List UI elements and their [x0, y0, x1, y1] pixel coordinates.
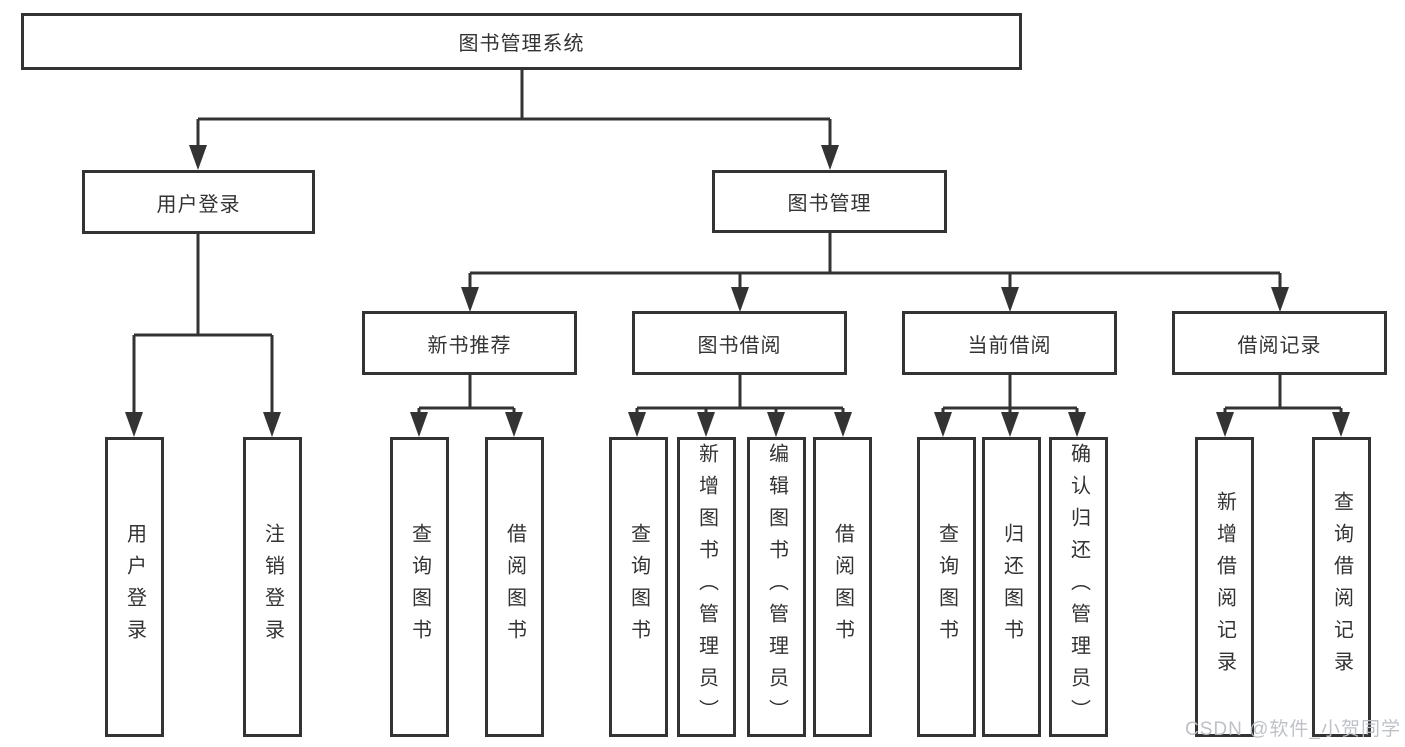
csdn-watermark: CSDN @软件_小贺同学 [1185, 719, 1401, 740]
box-book-management: 图书管理 [712, 170, 947, 233]
leaf-confirm-return-admin: 确认归还（管理员） [1049, 437, 1108, 737]
leaf-label: 归还图书 [1000, 523, 1023, 651]
leaf-query-books-recommend: 查询图书 [390, 437, 449, 737]
leaf-label: 新增借阅记录 [1213, 491, 1236, 683]
leaf-label: 借阅图书 [831, 523, 854, 651]
box-new-book-recommend: 新书推荐 [362, 311, 577, 375]
box-label: 新书推荐 [427, 334, 512, 357]
box-label: 当前借阅 [967, 334, 1052, 357]
leaf-label: 用户登录 [123, 523, 146, 651]
leaf-query-books-borrowing: 查询图书 [609, 437, 668, 737]
leaf-label: 查询图书 [627, 523, 650, 651]
box-label: 图书管理 [787, 193, 872, 215]
leaf-query-books-current: 查询图书 [917, 437, 976, 737]
leaf-add-borrow-record: 新增借阅记录 [1195, 437, 1254, 737]
box-borrowing-records: 借阅记录 [1172, 311, 1387, 375]
box-current-borrowing: 当前借阅 [902, 311, 1117, 375]
leaf-query-borrow-record: 查询借阅记录 [1312, 437, 1371, 737]
box-label: 借阅记录 [1237, 334, 1322, 357]
leaf-user-login: 用户登录 [105, 437, 164, 737]
box-user-login: 用户登录 [82, 170, 315, 234]
box-book-borrowing: 图书借阅 [632, 311, 847, 375]
leaf-label: 查询图书 [408, 523, 431, 651]
leaf-label: 借阅图书 [503, 523, 526, 651]
leaf-borrow-books-borrowing: 借阅图书 [813, 437, 872, 737]
leaf-logout: 注销登录 [243, 437, 302, 737]
leaf-borrow-books-recommend: 借阅图书 [485, 437, 544, 737]
leaf-return-books: 归还图书 [982, 437, 1041, 737]
leaf-edit-books-admin: 编辑图书（管理员） [747, 437, 806, 737]
leaf-label: 编辑图书（管理员） [765, 443, 788, 731]
leaf-label: 查询借阅记录 [1330, 491, 1353, 683]
arrowhead-icons [125, 145, 1350, 437]
leaf-label: 查询图书 [935, 523, 958, 651]
leaf-label: 确认归还（管理员） [1067, 443, 1090, 731]
leaf-add-books-admin: 新增图书（管理员） [677, 437, 736, 737]
leaf-label: 注销登录 [261, 523, 284, 651]
box-label: 图书管理系统 [458, 33, 585, 55]
box-label: 用户登录 [156, 193, 241, 216]
leaf-label: 新增图书（管理员） [695, 443, 718, 731]
box-label: 图书借阅 [697, 334, 782, 357]
box-library-management-system: 图书管理系统 [21, 13, 1022, 70]
